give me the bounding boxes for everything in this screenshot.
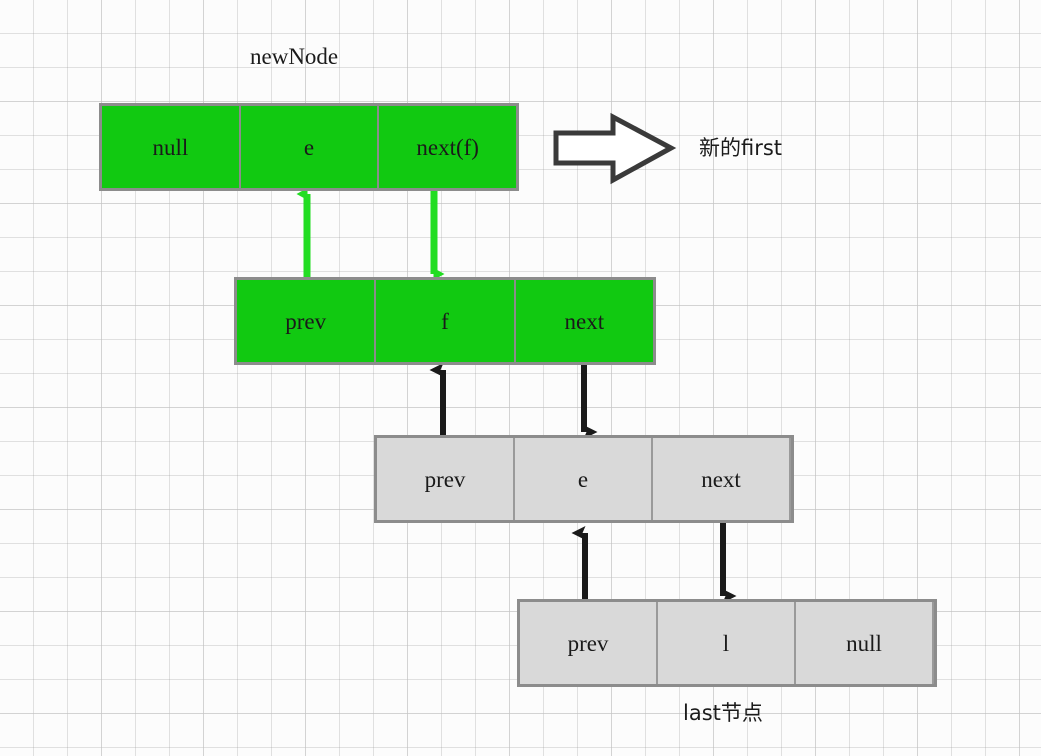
- node-middle-cell-prev: prev: [377, 438, 515, 520]
- node-last-cell-item: l: [658, 602, 796, 684]
- node-new-node[interactable]: null e next(f): [99, 103, 519, 191]
- label-new-first: 新的first: [699, 136, 783, 160]
- node-middle-cell-item: e: [515, 438, 653, 520]
- node-last-cell-next: null: [796, 602, 934, 684]
- node-first-cell-prev: prev: [237, 280, 377, 362]
- node-first[interactable]: prev f next: [234, 277, 656, 365]
- node-middle[interactable]: prev e next: [374, 435, 794, 523]
- label-new-node: newNode: [250, 44, 339, 69]
- node-new-node-cell-item: e: [241, 106, 380, 188]
- node-middle-cell-next: next: [653, 438, 791, 520]
- node-last[interactable]: prev l null: [517, 599, 937, 687]
- block-arrow-icon: [553, 112, 677, 185]
- node-first-cell-item: f: [376, 280, 516, 362]
- node-last-cell-prev: prev: [520, 602, 658, 684]
- node-new-node-cell-next: next(f): [416, 134, 479, 160]
- node-first-cell-next: next: [564, 308, 605, 334]
- node-new-node-cell-prev: null: [102, 106, 241, 188]
- label-last-node: last节点: [683, 701, 763, 725]
